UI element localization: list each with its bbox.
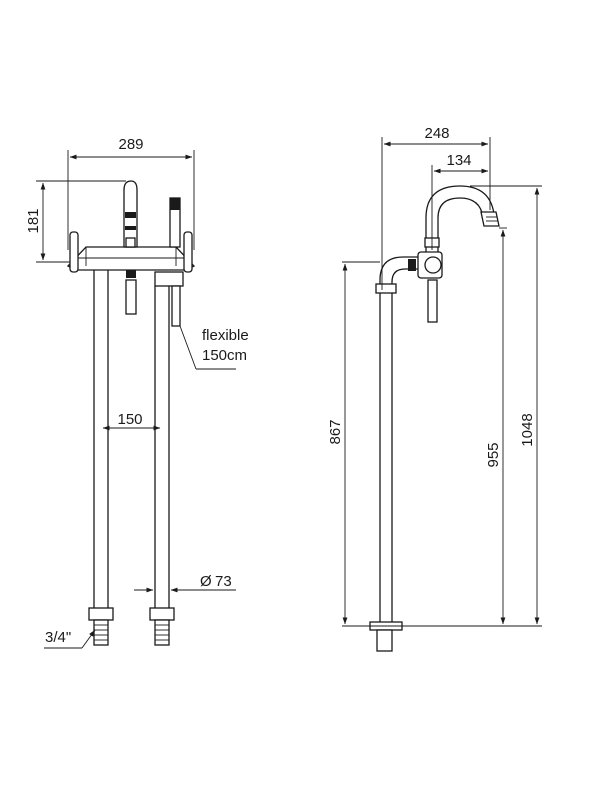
dimension-reach: 248 — [381, 125, 491, 290]
reach-label: 248 — [424, 125, 449, 142]
height-label: 181 — [25, 208, 42, 233]
left-lever — [69, 231, 79, 273]
aerator — [480, 211, 500, 227]
dimension-height: 181 — [25, 180, 126, 263]
diameter-label: 73 — [215, 573, 232, 590]
thread-callout: 3/4" — [44, 629, 96, 649]
pipe-collar — [375, 283, 397, 294]
width-label: 289 — [118, 136, 143, 153]
hose-callout: flexible 150cm — [179, 325, 249, 370]
spacing-label: 150 — [117, 411, 142, 428]
hose-connector — [154, 271, 184, 287]
spout-outer — [425, 185, 495, 252]
right-flange — [149, 607, 175, 621]
dimension-spacing: 150 — [102, 411, 161, 431]
side-lever — [427, 279, 438, 323]
front-view: 289 181 150 Ø 73 3/4" — [25, 136, 249, 649]
spout-inner — [437, 197, 484, 252]
dimension-total-height: 1048 — [470, 185, 542, 625]
standpipe-outer — [379, 256, 418, 622]
right-thread — [154, 619, 170, 646]
dimension-width: 289 — [67, 136, 195, 250]
mixer-knob — [424, 256, 442, 274]
right-lever — [183, 231, 193, 273]
hose-pipe — [171, 285, 181, 327]
hose-label-line2: 150cm — [202, 347, 247, 364]
dimension-spout-reach: 134 — [431, 152, 489, 250]
dimension-spout-height: 955 — [485, 227, 507, 625]
thread-label: 3/4" — [45, 629, 71, 646]
body-height-label: 867 — [327, 419, 344, 444]
dimension-body-height: 867 — [327, 261, 380, 625]
shower-head-grip — [170, 198, 180, 210]
standpipe-inner — [391, 268, 418, 622]
hose-label-line1: flexible — [202, 327, 249, 344]
side-thread — [376, 629, 393, 652]
deck-body — [66, 246, 196, 271]
total-height-label: 1048 — [519, 413, 536, 446]
dimension-diameter: Ø 73 — [134, 573, 236, 593]
lever-stub — [125, 279, 137, 315]
diameter-symbol: Ø — [200, 573, 212, 590]
left-thread — [93, 619, 109, 646]
left-flange — [88, 607, 114, 621]
spout-reach-label: 134 — [446, 152, 471, 169]
side-view: 248 134 867 955 1048 — [327, 125, 542, 652]
spout-height-label: 955 — [485, 442, 502, 467]
